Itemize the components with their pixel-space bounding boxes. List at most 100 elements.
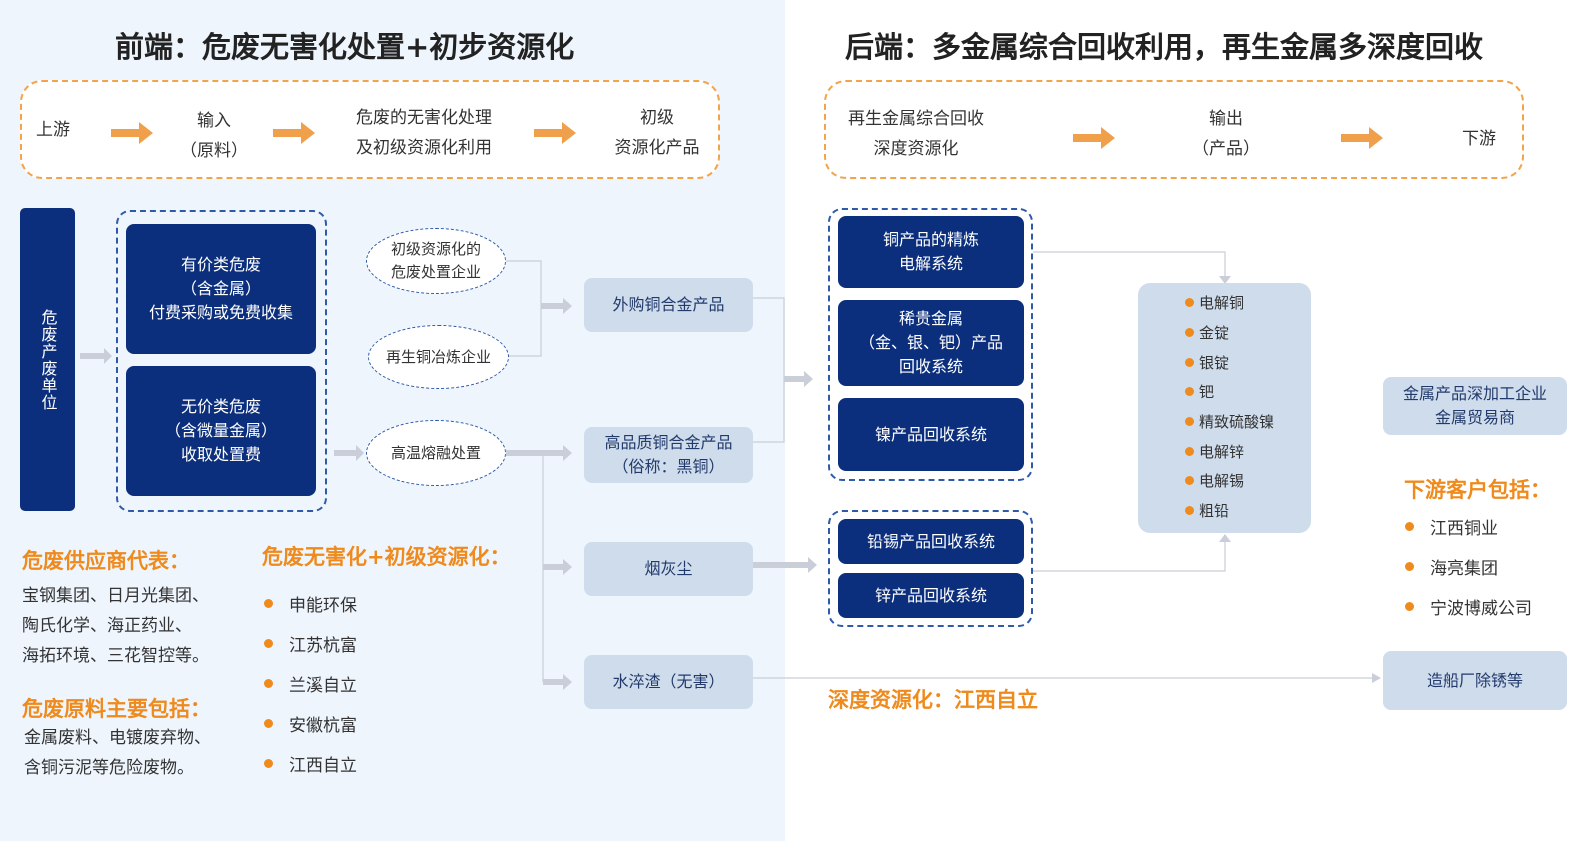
primary-disposal-enterprise: 初级资源化的 危废处置企业: [366, 228, 506, 294]
refining-system-group: [828, 208, 1033, 481]
copper-smelter: 再生铜冶炼企业: [368, 325, 509, 389]
flow-upstream: 上游: [36, 120, 70, 140]
flow-input-line1: 输入: [197, 111, 231, 131]
bullet-dot-icon: [1185, 446, 1194, 456]
metal-product-item-label: 钯: [1199, 383, 1215, 402]
client-item-label: 江西铜业: [1430, 518, 1498, 539]
copper-refining-system: 铜产品的精炼 电解系统: [838, 216, 1024, 288]
harmless-company-item: 申能环保: [264, 583, 357, 623]
water-quenched-slag: 水淬渣（无害）: [584, 655, 753, 709]
harmless-company-item-label: 江西自立: [289, 755, 357, 776]
supplier-line: 海拓环境、三花智控等。: [22, 646, 209, 666]
metal-product-item: 精致硫酸镍: [1185, 407, 1274, 437]
client-item-label: 宁波博威公司: [1430, 598, 1532, 619]
paid-waste-box: 有价类危废 （含金属） 付费采购或免费收集: [126, 224, 316, 354]
downstream-clients-list: 江西铜业海亮集团宁波博威公司: [1405, 506, 1532, 626]
metal-products-panel: [1138, 283, 1311, 533]
harmless-company-item-label: 江苏杭富: [289, 635, 357, 656]
bullet-dot-icon: [1185, 476, 1194, 486]
flow-process: 危废的无害化处理 及初级资源化利用: [344, 103, 504, 163]
flow-output-line2: （产品）: [1192, 139, 1260, 159]
flow-arrow-icon: [534, 122, 576, 144]
bullet-dot-icon: [264, 718, 273, 728]
harmless-company-item-label: 安徽杭富: [289, 715, 357, 736]
bullet-dot-icon: [1405, 561, 1414, 571]
flow-process-line1: 危废的无害化处理: [356, 108, 492, 128]
deep-resource-label: 深度资源化：江西自立: [828, 688, 1038, 712]
flow-recovery: 再生金属综合回收 深度资源化: [838, 104, 994, 164]
front-end-title: 前端：危废无害化处置+初步资源化: [115, 30, 575, 64]
metal-product-item: 电解锌: [1185, 436, 1274, 466]
raw-material-line: 金属废料、电镀废弃物、: [24, 728, 211, 748]
bullet-dot-icon: [264, 638, 273, 648]
bullet-dot-icon: [1185, 298, 1194, 308]
black-copper-product: 高品质铜合金产品 （俗称：黑铜）: [584, 427, 753, 483]
harmless-company-item: 兰溪自立: [264, 663, 357, 703]
precious-metal-system: 稀贵金属 （金、银、钯）产品 回收系统: [838, 300, 1024, 386]
supplier-title: 危废供应商代表：: [22, 549, 190, 573]
flow-output-line1: 输出: [1209, 109, 1243, 129]
flow-product: 初级 资源化产品: [605, 103, 709, 163]
lead-zinc-system-group: [828, 510, 1033, 627]
nickel-recovery-system: 镍产品回收系统: [838, 398, 1024, 471]
metal-product-item-label: 粗铅: [1199, 502, 1230, 521]
bullet-dot-icon: [264, 758, 273, 768]
metal-product-item-label: 电解锡: [1199, 472, 1245, 491]
harmless-company-item-label: 申能环保: [289, 595, 357, 616]
flow-arrow-icon: [1073, 127, 1115, 149]
bullet-dot-icon: [1185, 357, 1194, 367]
bullet-dot-icon: [1185, 417, 1194, 427]
raw-material-title: 危废原料主要包括：: [22, 697, 211, 721]
back-end-title: 后端：多金属综合回收利用，再生金属多深度回收: [845, 30, 1484, 64]
waste-source-unit: 危废产废单位: [20, 208, 75, 511]
metal-product-item-label: 金锭: [1199, 324, 1230, 343]
metal-product-item: 银锭: [1185, 347, 1274, 377]
metal-product-item: 电解锡: [1185, 466, 1274, 496]
flow-recovery-line2: 深度资源化: [873, 139, 959, 159]
bullet-dot-icon: [264, 678, 273, 688]
metal-product-item-label: 银锭: [1199, 353, 1230, 372]
zinc-recovery-system: 锌产品回收系统: [838, 573, 1024, 618]
bullet-dot-icon: [264, 598, 273, 608]
flow-output: 输出 （产品）: [1184, 104, 1268, 164]
client-item-label: 海亮集团: [1430, 558, 1498, 579]
flow-arrow-icon: [273, 122, 315, 144]
supplier-line: 宝钢集团、日月光集团、: [22, 586, 209, 606]
metal-products-list: 电解铜金锭银锭钯精致硫酸镍电解锌电解锡粗铅: [1185, 288, 1274, 526]
flow-product-line2: 资源化产品: [614, 138, 700, 158]
flow-arrow-icon: [111, 122, 153, 144]
metal-product-item: 金锭: [1185, 318, 1274, 348]
flow-arrow-icon: [1341, 127, 1383, 149]
harmless-company-item: 江苏杭富: [264, 623, 357, 663]
lead-tin-recovery-system: 铅锡产品回收系统: [838, 519, 1024, 564]
back-flow-box: [824, 80, 1524, 179]
free-waste-box: 无价类危废 （含微量金属） 收取处置费: [126, 366, 316, 496]
bullet-dot-icon: [1185, 506, 1194, 516]
purchased-copper-alloy: 外购铜合金产品: [584, 278, 753, 332]
client-item: 宁波博威公司: [1405, 586, 1532, 626]
flow-process-line2: 及初级资源化利用: [356, 138, 492, 158]
flow-product-line1: 初级: [640, 108, 674, 128]
raw-material-line: 含铜污泥等危险废物。: [24, 758, 194, 778]
bullet-dot-icon: [1185, 328, 1194, 338]
flow-input: 输入 （原料）: [172, 106, 256, 166]
raw-material-list: 金属废料、电镀废弃物、 含铜污泥等危险废物。: [24, 723, 211, 783]
client-item: 江西铜业: [1405, 506, 1532, 546]
waste-category-group: [116, 210, 327, 512]
metal-product-item-label: 电解锌: [1199, 442, 1245, 461]
metal-product-item: 粗铅: [1185, 496, 1274, 526]
flow-recovery-line1: 再生金属综合回收: [848, 109, 984, 129]
shipyard-rust-removal: 造船厂除锈等: [1383, 651, 1567, 710]
downstream-clients-title: 下游客户包括：: [1404, 478, 1551, 502]
bullet-dot-icon: [1405, 601, 1414, 611]
metal-product-item-label: 精致硫酸镍: [1199, 413, 1275, 432]
metal-product-item: 钯: [1185, 377, 1274, 407]
bullet-dot-icon: [1185, 387, 1194, 397]
harmless-companies-list: 申能环保江苏杭富兰溪自立安徽杭富江西自立: [264, 583, 357, 783]
harmless-title: 危废无害化+初级资源化：: [262, 545, 511, 569]
bullet-dot-icon: [1405, 521, 1414, 531]
soot-dust: 烟灰尘: [584, 542, 753, 596]
metal-product-item-label: 电解铜: [1199, 294, 1245, 313]
supplier-line: 陶氏化学、海正药业、: [22, 616, 192, 636]
